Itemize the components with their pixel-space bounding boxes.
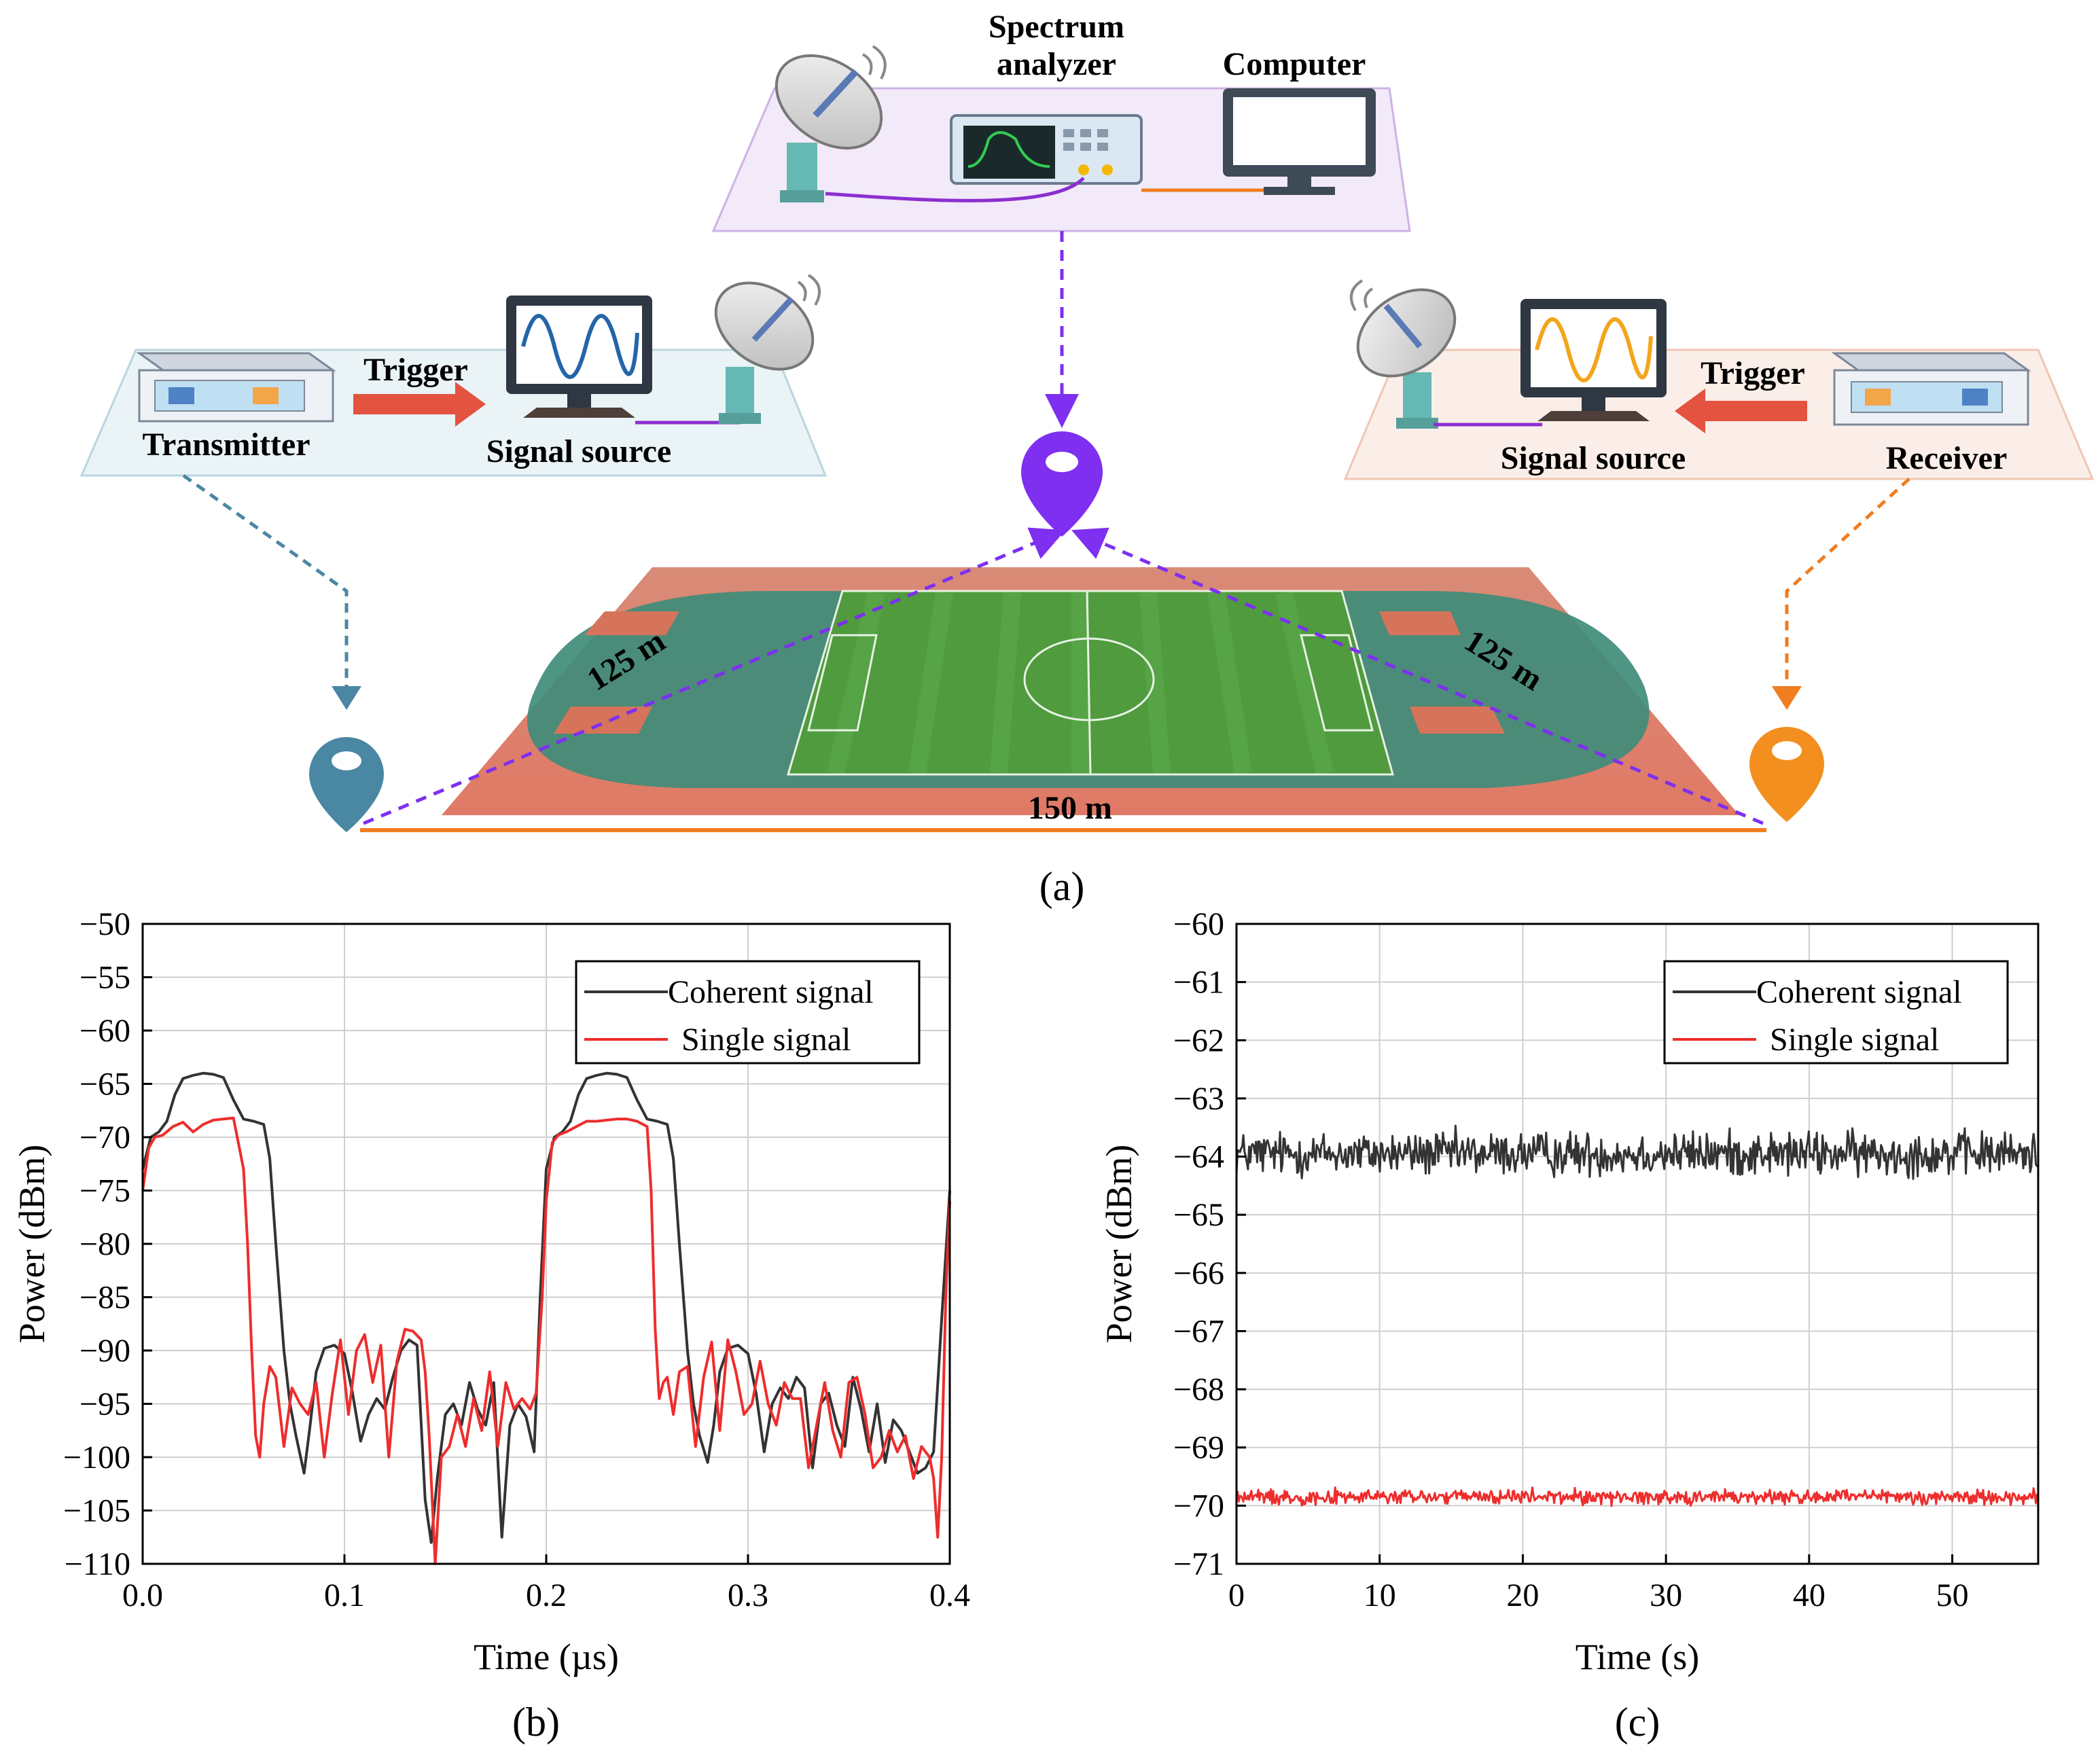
y-tick-label: −105 bbox=[63, 1493, 130, 1529]
x-tick-label: 0.4 bbox=[929, 1577, 970, 1613]
chart-caption: (c) bbox=[1615, 1700, 1660, 1745]
satellite-dish-icon bbox=[775, 45, 887, 202]
x-tick-label: 0.3 bbox=[728, 1577, 768, 1613]
y-tick-label: −110 bbox=[65, 1546, 130, 1582]
legend-box bbox=[1663, 960, 2009, 1065]
chart-c: 0 10 20 30 40 50 −60 −61 −62 −63 −64 −65 −66 −67 −68 −6… bbox=[1099, 906, 2040, 1745]
legend-box bbox=[575, 960, 921, 1065]
chart-caption: (b) bbox=[512, 1700, 560, 1745]
y-tick-label: −63 bbox=[1173, 1081, 1224, 1117]
y-tick-label: −68 bbox=[1173, 1372, 1224, 1408]
legend-label: Coherent signal bbox=[668, 974, 874, 1010]
y-tick-label: −100 bbox=[63, 1440, 130, 1476]
left-connector-arrowhead bbox=[332, 686, 361, 710]
series-line-0 bbox=[141, 1071, 951, 1544]
spectrum-label-1: Spectrum bbox=[989, 9, 1124, 45]
analyzer-cable bbox=[825, 177, 1085, 202]
chart-b: 0.0 0.1 0.2 0.3 0.4 −50 −55 −60 −65 −70 −75 −80 −85 −… bbox=[12, 906, 970, 1745]
panel-a: Spectrum analyzer Computer Transmitter T… bbox=[79, 9, 2095, 909]
center-location-marker-icon bbox=[1021, 431, 1103, 537]
x-axis-label: Time (µs) bbox=[474, 1637, 619, 1677]
right-signal-monitor-icon bbox=[1520, 299, 1667, 421]
right-trigger-label: Trigger bbox=[1701, 355, 1805, 391]
x-tick-label: 50 bbox=[1936, 1577, 1969, 1613]
caption-a: (a) bbox=[1039, 864, 1085, 909]
right-connector bbox=[1785, 478, 1910, 686]
left-signal-monitor-icon bbox=[506, 296, 652, 418]
playfield bbox=[442, 567, 1739, 815]
left-trigger-label: Trigger bbox=[363, 352, 468, 388]
y-tick-label: −50 bbox=[79, 906, 130, 942]
y-tick-label: −67 bbox=[1173, 1313, 1224, 1349]
y-tick-label: −60 bbox=[79, 1013, 130, 1049]
computer-icon bbox=[1223, 88, 1376, 195]
right-location-marker-icon bbox=[1749, 727, 1824, 822]
y-tick-label: −85 bbox=[79, 1280, 130, 1316]
distance-triangle bbox=[363, 231, 1764, 825]
y-tick-label: −80 bbox=[79, 1226, 130, 1262]
legend-label: Coherent signal bbox=[1756, 974, 1962, 1010]
y-tick-label: −60 bbox=[1173, 906, 1224, 942]
x-tick-label: 0 bbox=[1228, 1577, 1245, 1613]
transmitter-icon bbox=[136, 352, 336, 423]
x-tick-label: 30 bbox=[1650, 1577, 1682, 1613]
x-tick-label: 10 bbox=[1364, 1577, 1396, 1613]
transmitter-label: Transmitter bbox=[142, 427, 310, 463]
y-tick-label: −70 bbox=[1173, 1488, 1224, 1524]
y-axis-label: Power (dBm) bbox=[12, 1145, 52, 1343]
left-satellite-dish-icon bbox=[714, 274, 821, 424]
x-tick-label: 0.0 bbox=[122, 1577, 163, 1613]
y-tick-label: −70 bbox=[79, 1120, 130, 1156]
y-tick-label: −61 bbox=[1173, 965, 1224, 1001]
x-tick-label: 0.1 bbox=[324, 1577, 365, 1613]
y-tick-label: −62 bbox=[1173, 1022, 1224, 1058]
receiver-icon bbox=[1831, 352, 2031, 426]
spectrum-label-2: analyzer bbox=[997, 46, 1116, 82]
y-tick-label: −90 bbox=[79, 1333, 130, 1369]
spectrum-analyzer-icon bbox=[950, 114, 1143, 185]
y-tick-label: −75 bbox=[79, 1173, 130, 1209]
right-connector-arrowhead bbox=[1772, 686, 1802, 710]
x-axis-label: Time (s) bbox=[1576, 1637, 1700, 1677]
y-tick-label: −71 bbox=[1173, 1546, 1224, 1582]
y-tick-label: −55 bbox=[79, 960, 130, 996]
left-signal-source-label: Signal source bbox=[486, 433, 671, 469]
right-trigger-arrow bbox=[1675, 389, 1807, 433]
right-signal-source-label: Signal source bbox=[1501, 440, 1686, 476]
right-satellite-dish-icon bbox=[1349, 279, 1457, 429]
x-tick-label: 40 bbox=[1793, 1577, 1826, 1613]
legend-label: Single signal bbox=[681, 1022, 851, 1058]
left-location-marker-icon bbox=[309, 737, 384, 832]
legend-label: Single signal bbox=[1770, 1022, 1939, 1058]
series-line-1 bbox=[1235, 1486, 2040, 1507]
series-line-0 bbox=[1235, 1124, 2039, 1180]
y-tick-label: −66 bbox=[1173, 1255, 1224, 1291]
x-tick-label: 20 bbox=[1506, 1577, 1539, 1613]
left-trigger-arrow bbox=[353, 382, 486, 427]
y-axis-label: Power (dBm) bbox=[1099, 1145, 1139, 1343]
series-line-1 bbox=[141, 1116, 951, 1565]
y-tick-label: −65 bbox=[79, 1067, 130, 1103]
x-tick-label: 0.2 bbox=[526, 1577, 567, 1613]
left-connector bbox=[182, 473, 349, 686]
dist-base-label: 150 m bbox=[1028, 790, 1112, 826]
y-tick-label: −69 bbox=[1173, 1430, 1224, 1466]
y-tick-label: −65 bbox=[1173, 1197, 1224, 1233]
y-tick-label: −64 bbox=[1173, 1139, 1224, 1175]
computer-label: Computer bbox=[1223, 46, 1366, 82]
receiver-label: Receiver bbox=[1886, 440, 2008, 476]
y-tick-label: −95 bbox=[79, 1387, 130, 1423]
plot-frame bbox=[1235, 923, 2040, 1565]
